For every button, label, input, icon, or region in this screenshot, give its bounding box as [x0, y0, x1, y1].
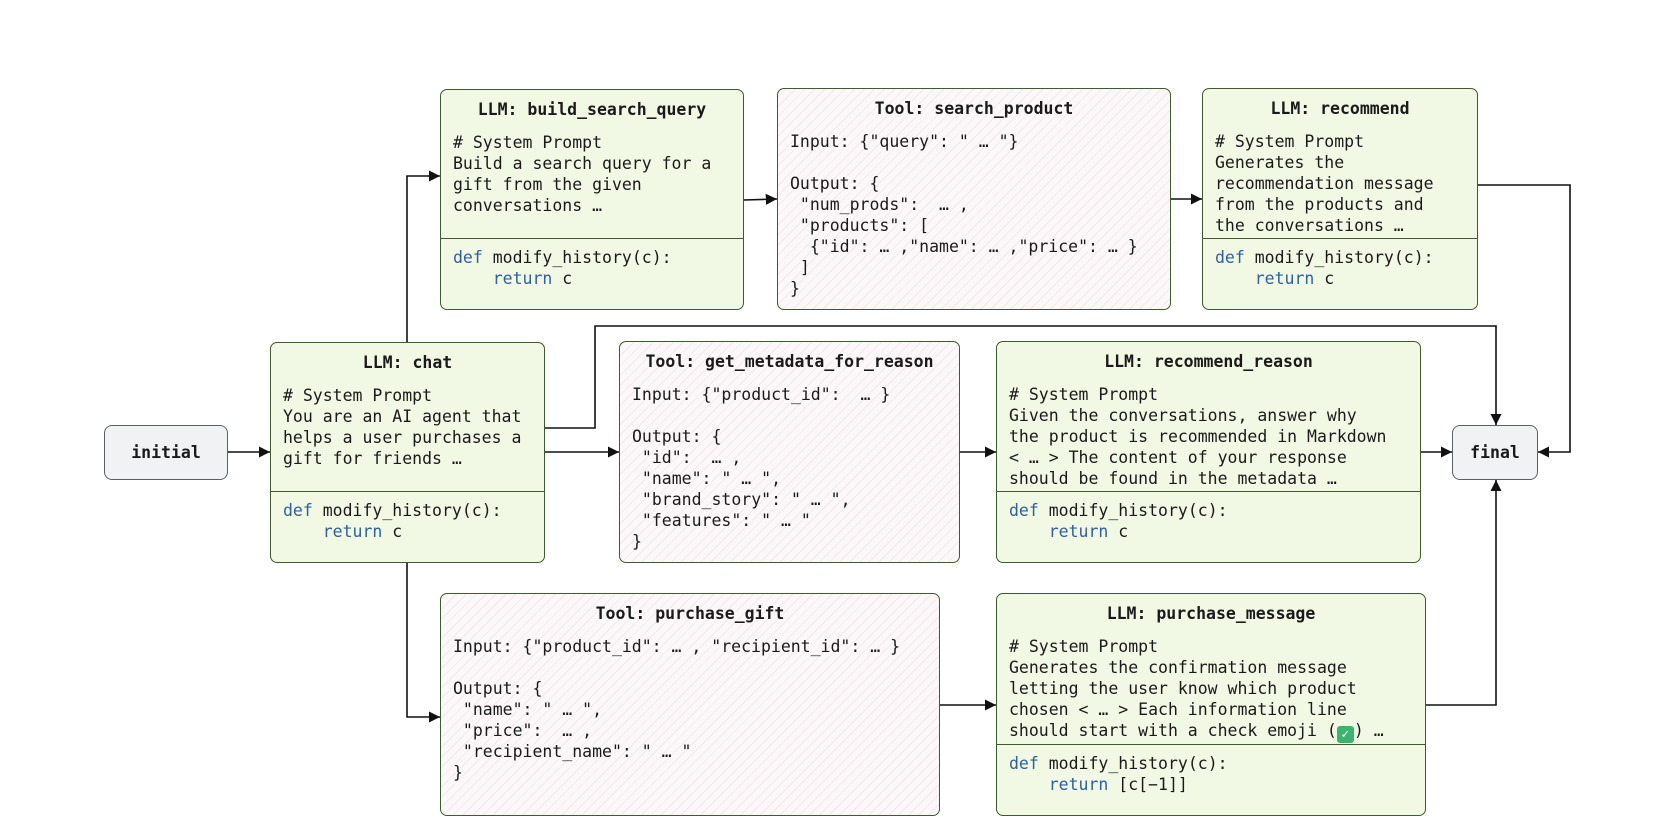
code-block: def modify_history(c): return c — [1203, 238, 1477, 309]
io-block: Input: {"product_id": … }​Output: { "id"… — [632, 385, 891, 551]
edge-build-search — [743, 193, 778, 205]
initial-label: initial — [131, 443, 201, 462]
final-node: final — [1452, 425, 1538, 480]
tool-purchase-gift-node: Tool: purchase_gift Input: {"product_id"… — [440, 593, 940, 816]
node-title: LLM: recommend — [1270, 99, 1410, 118]
edge-recommend-final — [1478, 184, 1571, 458]
node-title: LLM: recommend_reason — [1104, 352, 1313, 371]
tool-get-metadata-node: Tool: get_metadata_for_reason Input: {"p… — [619, 341, 960, 563]
code-block: def modify_history(c): return c — [441, 238, 743, 309]
edge-message-final — [1426, 480, 1502, 706]
check-emoji-icon: ✓ — [1336, 726, 1354, 743]
io-block: Input: {"query": " … "}​Output: { "num_p… — [790, 132, 1138, 298]
edge-chat-final — [545, 325, 1502, 429]
node-title: Tool: purchase_gift — [595, 604, 785, 623]
initial-node: initial — [104, 425, 228, 480]
final-label: final — [1470, 443, 1520, 462]
node-title: LLM: purchase_message — [1106, 604, 1316, 623]
code-block: def modify_history(c): return [c[−1]] — [997, 744, 1425, 815]
tool-search-product-node: Tool: search_product Input: {"query": " … — [777, 88, 1171, 310]
node-title: Tool: search_product — [874, 99, 1074, 118]
io-block: Input: {"product_id": … , "recipient_id"… — [453, 637, 901, 782]
code-block: def modify_history(c): return c — [997, 491, 1420, 562]
code-block: def modify_history(c): return c — [271, 491, 544, 562]
node-title: Tool: get_metadata_for_reason — [645, 352, 934, 371]
edge-chat-build — [406, 170, 440, 342]
node-title: LLM: chat — [362, 353, 453, 372]
node-title: LLM: build_search_query — [477, 100, 707, 119]
edge-chat-purchase — [406, 563, 440, 723]
